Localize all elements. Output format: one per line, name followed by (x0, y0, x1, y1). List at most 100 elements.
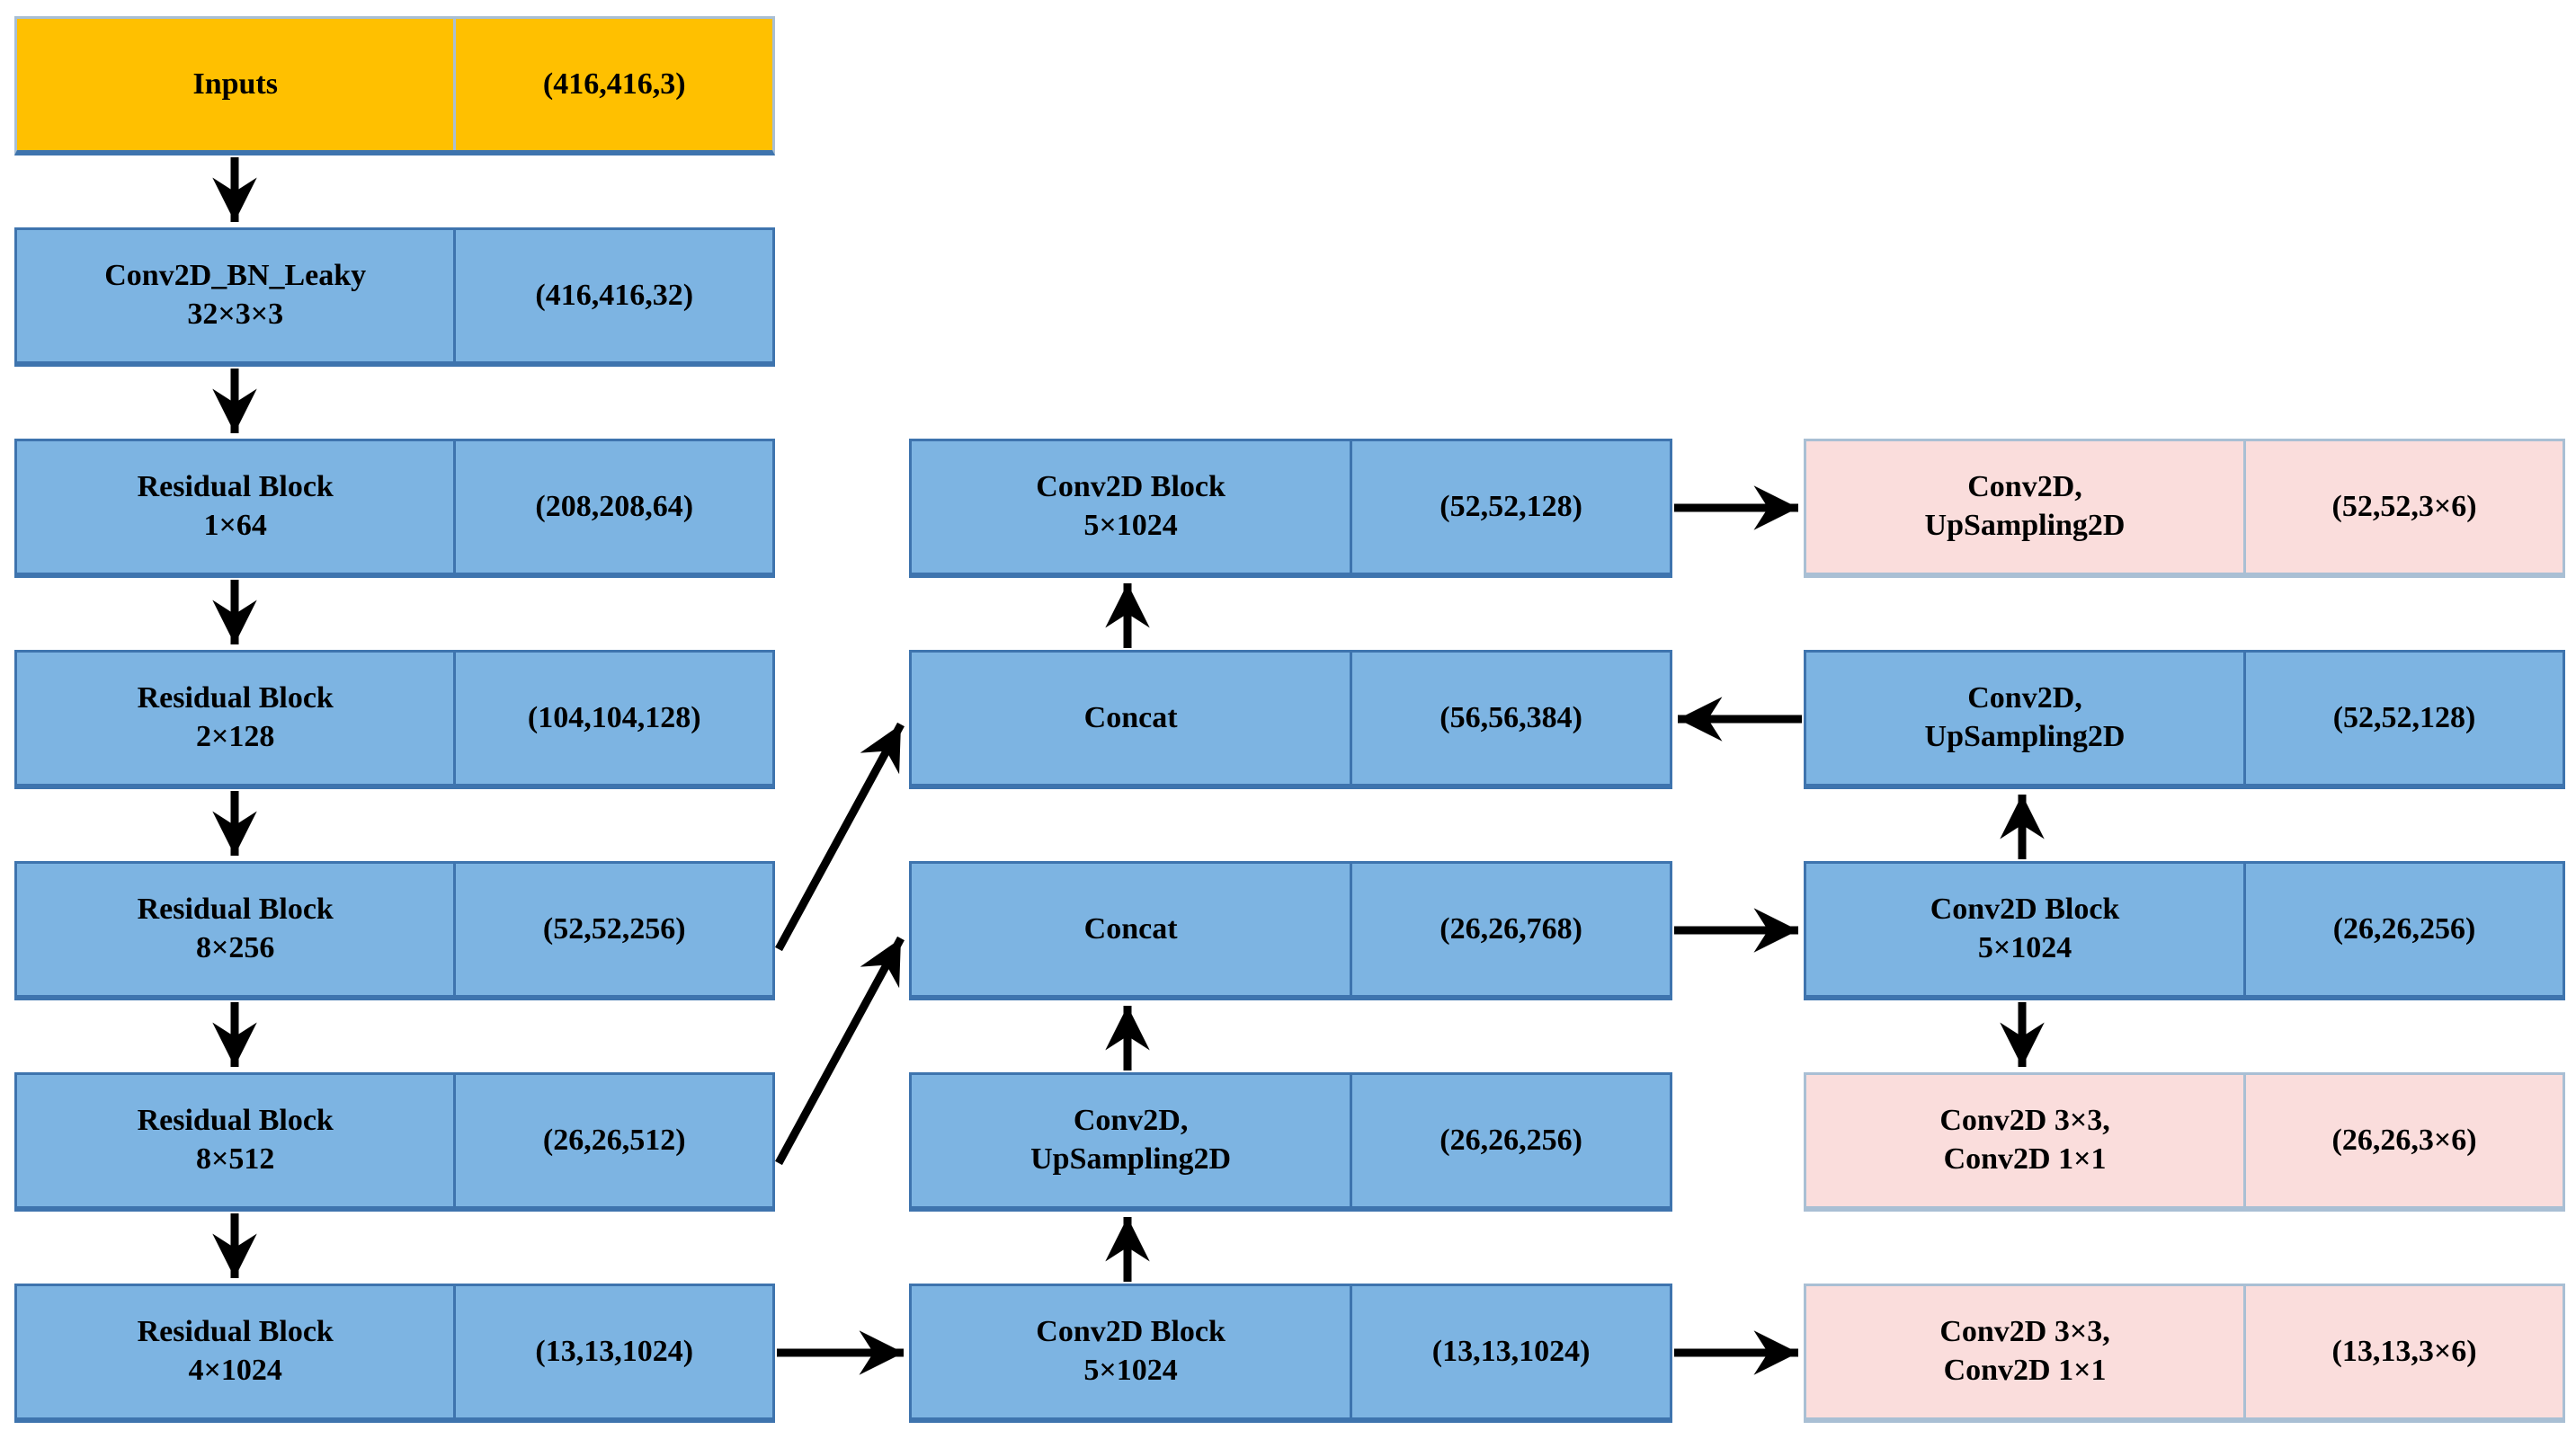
node-concat-56: Concat (56,56,384) (909, 650, 1672, 789)
box-label-line: Conv2D Block (1930, 893, 2120, 927)
box-value-cell: (26,26,256) (1350, 1075, 1670, 1206)
box-value-cell: (26,26,3×6) (2243, 1075, 2563, 1206)
box-label-cell: Conv2D 3×3, Conv2D 1×1 (1806, 1286, 2243, 1417)
node-upsampling-26: Conv2D, UpSampling2D (26,26,256) (909, 1072, 1672, 1212)
box-value-text: (104,104,128) (527, 700, 701, 734)
box-label-line: Residual Block (137, 681, 334, 715)
node-conv2d-block-26: Conv2D Block 5×1024 (26,26,256) (1804, 861, 2565, 1000)
box-label-cell: Residual Block 8×512 (17, 1075, 453, 1206)
box-label-line: Residual Block (137, 893, 334, 927)
box-label-cell: Residual Block 1×64 (17, 441, 453, 573)
box-value-text: (52,52,128) (2332, 700, 2476, 734)
box-label-line: Concat (1083, 911, 1178, 946)
box-label-line: Conv2D, (1073, 1104, 1189, 1138)
node-upsampling-52: Conv2D, UpSampling2D (52,52,128) (1804, 650, 2565, 789)
node-head-upsampling-52: Conv2D, UpSampling2D (52,52,3×6) (1804, 439, 2565, 578)
box-value-text: (13,13,1024) (1431, 1334, 1591, 1368)
box-value-text: (56,56,384) (1440, 700, 1582, 734)
box-value-cell: (13,13,1024) (1350, 1286, 1670, 1417)
box-label-line: 8×256 (196, 931, 275, 964)
node-concat-26: Concat (26,26,768) (909, 861, 1672, 1000)
box-value-cell: (52,52,256) (453, 864, 772, 995)
box-value-cell: (52,52,128) (2243, 653, 2563, 784)
box-value-text: (26,26,768) (1440, 911, 1582, 946)
box-label-cell: Residual Block 2×128 (17, 653, 453, 784)
node-residual-block-1x64: Residual Block 1×64 (208,208,64) (14, 439, 775, 578)
box-label-line: 5×1024 (1083, 509, 1178, 542)
box-value-text: (26,26,256) (2332, 911, 2476, 946)
box-label-line: 4×1024 (188, 1354, 282, 1387)
box-label-line: UpSampling2D (1924, 509, 2126, 542)
box-label-line: 2×128 (196, 720, 275, 753)
box-label-cell: Concat (912, 864, 1350, 995)
box-value-cell: (208,208,64) (453, 441, 772, 573)
box-value-cell: (13,13,3×6) (2243, 1286, 2563, 1417)
box-value-cell: (26,26,256) (2243, 864, 2563, 995)
box-label-line: 8×512 (196, 1142, 275, 1176)
box-value-cell: (26,26,768) (1350, 864, 1670, 995)
arrow-residual-8x256-to-concat-56 (775, 722, 905, 952)
node-residual-block-4x1024: Residual Block 4×1024 (13,13,1024) (14, 1284, 775, 1423)
node-residual-block-8x256: Residual Block 8×256 (52,52,256) (14, 861, 775, 1000)
box-label-cell: Conv2D_BN_Leaky 32×3×3 (17, 230, 453, 361)
box-label-cell: Conv2D, UpSampling2D (1806, 653, 2243, 784)
box-value-text: (52,52,256) (542, 911, 686, 946)
node-inputs: Inputs (416,416,3) (14, 16, 775, 155)
box-label-cell: Conv2D, UpSampling2D (1806, 441, 2243, 573)
box-label-line: 1×64 (203, 509, 267, 542)
box-label-cell: Residual Block 8×256 (17, 864, 453, 995)
box-label-line: UpSampling2D (1924, 720, 2126, 753)
box-label-cell: Conv2D Block 5×1024 (1806, 864, 2243, 995)
node-residual-block-8x512: Residual Block 8×512 (26,26,512) (14, 1072, 775, 1212)
box-label-cell: Inputs (17, 19, 453, 150)
box-label-line: Residual Block (137, 1104, 334, 1138)
box-label-line: Conv2D, (1967, 470, 2082, 504)
box-label-line: Concat (1083, 700, 1178, 734)
node-head-26: Conv2D 3×3, Conv2D 1×1 (26,26,3×6) (1804, 1072, 2565, 1212)
arrow-residual-8x512-to-concat-26 (775, 936, 905, 1166)
box-value-text: (416,416,3) (542, 67, 686, 101)
box-label-cell: Conv2D Block 5×1024 (912, 441, 1350, 573)
box-label-line: Conv2D 1×1 (1943, 1142, 2107, 1176)
box-value-text: (52,52,128) (1440, 489, 1582, 523)
box-value-text: (208,208,64) (535, 489, 694, 523)
box-label-line: Residual Block (137, 470, 334, 504)
node-head-13: Conv2D 3×3, Conv2D 1×1 (13,13,3×6) (1804, 1284, 2565, 1423)
box-label-line: Conv2D 3×3, (1939, 1315, 2110, 1349)
box-label-line: Conv2D_BN_Leaky (104, 259, 367, 293)
box-value-cell: (52,52,128) (1350, 441, 1670, 573)
box-value-text: (13,13,1024) (535, 1334, 694, 1368)
box-value-cell: (416,416,3) (453, 19, 772, 150)
node-residual-block-2x128: Residual Block 2×128 (104,104,128) (14, 650, 775, 789)
box-label-line: Residual Block (137, 1315, 334, 1349)
box-label-line: Conv2D Block (1036, 470, 1226, 504)
box-value-cell: (26,26,512) (453, 1075, 772, 1206)
box-value-text: (26,26,3×6) (2331, 1123, 2477, 1157)
box-value-cell: (104,104,128) (453, 653, 772, 784)
box-label-cell: Conv2D 3×3, Conv2D 1×1 (1806, 1075, 2243, 1206)
box-value-cell: (56,56,384) (1350, 653, 1670, 784)
box-label-line: Conv2D 1×1 (1943, 1354, 2107, 1387)
box-value-cell: (13,13,1024) (453, 1286, 772, 1417)
box-label-line: Conv2D, (1967, 681, 2082, 715)
box-value-text: (52,52,3×6) (2331, 489, 2477, 523)
box-label-line: 32×3×3 (187, 298, 284, 331)
box-label-cell: Conv2D, UpSampling2D (912, 1075, 1350, 1206)
box-label-line: Inputs (192, 67, 278, 101)
box-label-line: 5×1024 (1977, 931, 2072, 964)
node-conv2d-block-52: Conv2D Block 5×1024 (52,52,128) (909, 439, 1672, 578)
box-label-cell: Concat (912, 653, 1350, 784)
box-value-text: (26,26,256) (1440, 1123, 1582, 1157)
node-conv2d-bn-leaky: Conv2D_BN_Leaky 32×3×3 (416,416,32) (14, 227, 775, 367)
box-value-text: (416,416,32) (535, 278, 694, 312)
box-value-cell: (416,416,32) (453, 230, 772, 361)
box-value-text: (13,13,3×6) (2331, 1334, 2477, 1368)
box-label-line: Conv2D 3×3, (1939, 1104, 2110, 1138)
box-label-cell: Residual Block 4×1024 (17, 1286, 453, 1417)
box-value-cell: (52,52,3×6) (2243, 441, 2563, 573)
box-label-line: UpSampling2D (1030, 1142, 1232, 1176)
